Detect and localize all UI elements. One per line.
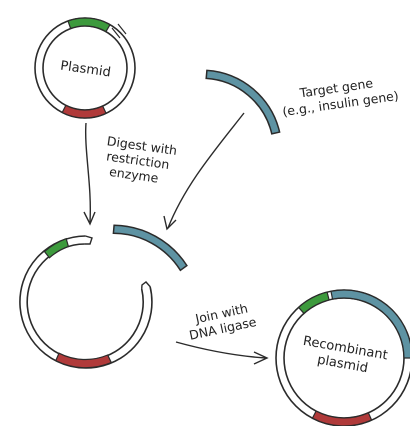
recombinant-red-segment (311, 410, 373, 426)
plasmid-cut-site (111, 23, 127, 39)
arrow-gene-to-open (167, 112, 245, 229)
open-plasmid-sticky-end-top (84, 235, 93, 245)
recombinant-green-segment (297, 291, 330, 315)
plasmid-ring (34, 17, 136, 119)
gene-fragment-insert (112, 224, 188, 272)
arrowhead-plasmid (83, 211, 96, 226)
recombinant-plasmid-ring (275, 289, 410, 426)
digest-label: Digest with restriction enzyme (106, 133, 179, 186)
arrowhead-gene (163, 215, 177, 231)
target-gene-fragment (205, 69, 281, 135)
open-plasmid-red-segment (55, 352, 113, 369)
target-gene-label: Target gene (e.g., insulin gene) (281, 75, 399, 119)
arrow-join (175, 341, 267, 359)
recombinant-label: Recombinant plasmid (302, 334, 389, 376)
open-plasmid-sticky-end-right (141, 281, 151, 289)
recombinant-gene-segment (330, 289, 410, 359)
plasmid-green-segment (67, 17, 111, 33)
arrowhead-join (253, 351, 269, 365)
open-plasmid-green-segment (43, 237, 70, 259)
arrow-plasmid-to-open (84, 122, 92, 223)
plasmid-label: Plasmid (59, 59, 111, 81)
digest-label-line3: enzyme (108, 164, 159, 186)
join-label: Join with DNA ligase (188, 300, 258, 342)
open-plasmid-ring (19, 235, 153, 369)
plasmid-red-segment (61, 104, 107, 119)
